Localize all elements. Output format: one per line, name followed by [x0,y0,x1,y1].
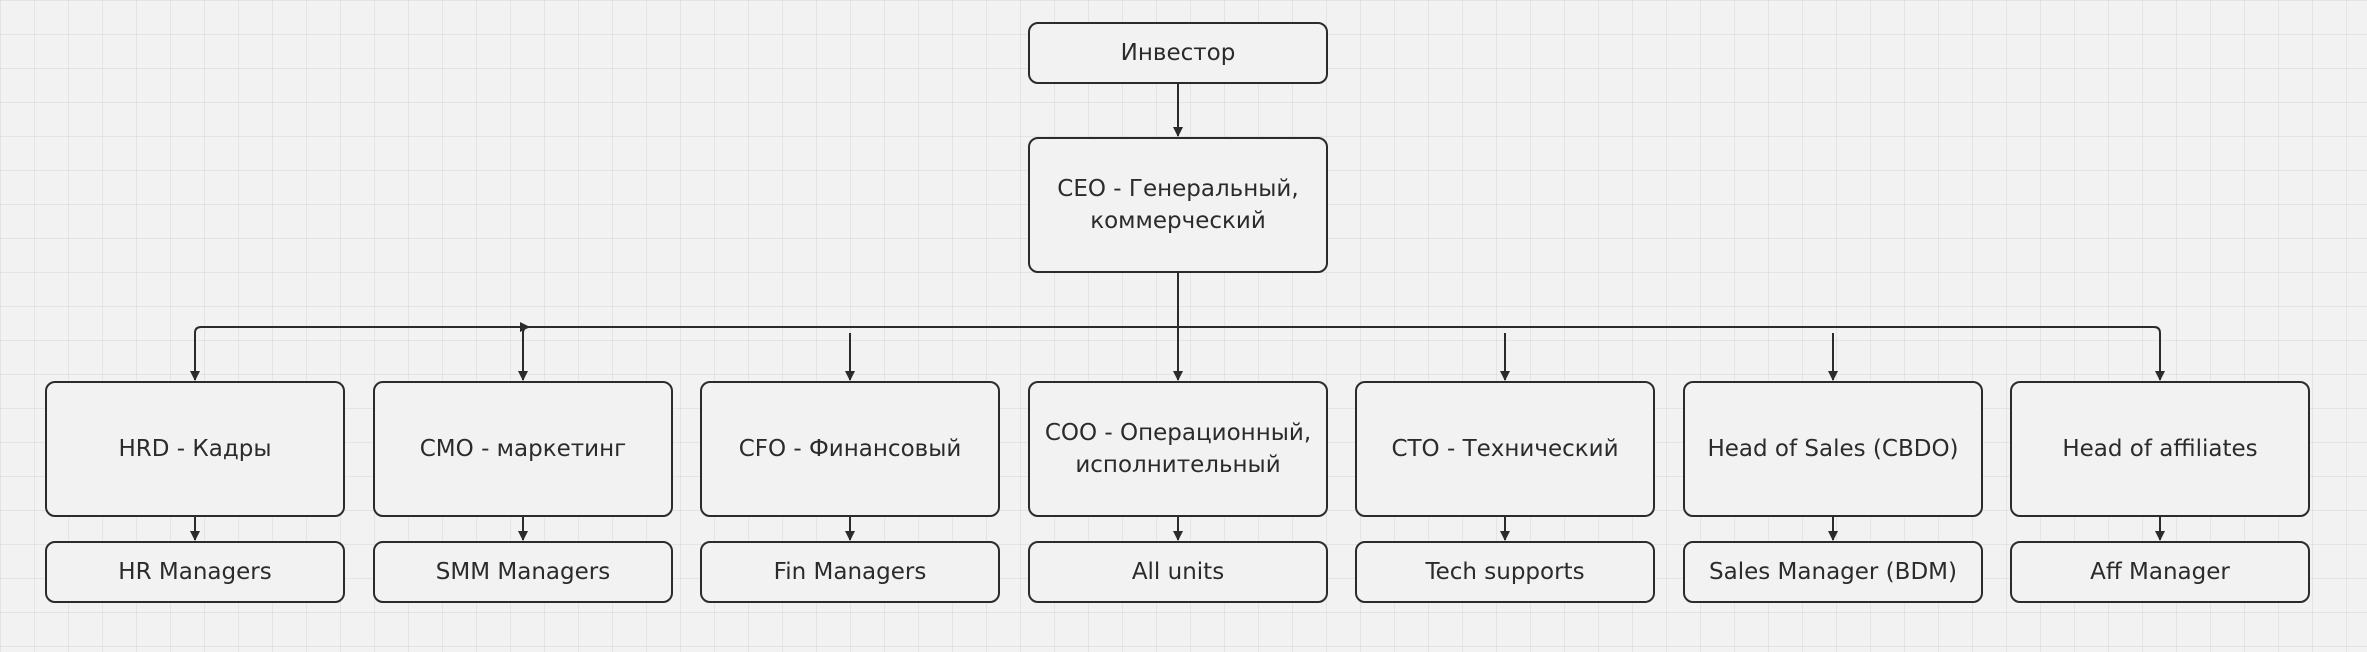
node-investor[interactable]: Инвестор [1028,22,1328,84]
node-head-of-sales-label: Head of Sales (CBDO) [1707,436,1959,462]
node-head-of-affiliates-label: Head of affiliates [2062,436,2258,462]
node-cto-label: CTO - Технический [1391,436,1619,462]
node-all-units[interactable]: All units [1028,541,1328,603]
node-ceo[interactable]: CEO - Генеральный, коммерческий [1028,137,1328,273]
node-investor-label: Инвестор [1120,40,1236,66]
node-cto[interactable]: CTO - Технический [1355,381,1655,517]
node-smm-managers-label: SMM Managers [435,559,611,585]
node-smm-managers[interactable]: SMM Managers [373,541,673,603]
node-tech-supports[interactable]: Tech supports [1355,541,1655,603]
connector-drop-cmo [519,322,530,380]
node-sales-manager[interactable]: Sales Manager (BDM) [1683,541,1983,603]
node-cfo-label: CFO - Финансовый [738,436,962,462]
node-sales-manager-label: Sales Manager (BDM) [1709,559,1957,585]
node-head-of-affiliates[interactable]: Head of affiliates [2010,381,2310,517]
node-hrd-label: HRD - Кадры [118,436,272,462]
node-all-units-label: All units [1131,559,1225,585]
node-cfo[interactable]: CFO - Финансовый [700,381,1000,517]
node-hrd[interactable]: HRD - Кадры [45,381,345,517]
node-fin-managers[interactable]: Fin Managers [700,541,1000,603]
node-cmo-label: CMO - маркетинг [419,436,627,462]
node-aff-manager-label: Aff Manager [2090,559,2230,585]
node-hr-managers[interactable]: HR Managers [45,541,345,603]
node-cmo[interactable]: CMO - маркетинг [373,381,673,517]
node-tech-supports-label: Tech supports [1425,559,1585,585]
node-ceo-label: CEO - Генеральный, коммерческий [1057,176,1299,234]
node-fin-managers-label: Fin Managers [773,559,927,585]
node-head-of-sales[interactable]: Head of Sales (CBDO) [1683,381,1983,517]
node-hr-managers-label: HR Managers [118,559,272,585]
node-coo-label: COO - Операционный, исполнительный [1044,420,1312,478]
node-coo[interactable]: COO - Операционный, исполнительный [1028,381,1328,517]
node-aff-manager[interactable]: Aff Manager [2010,541,2310,603]
